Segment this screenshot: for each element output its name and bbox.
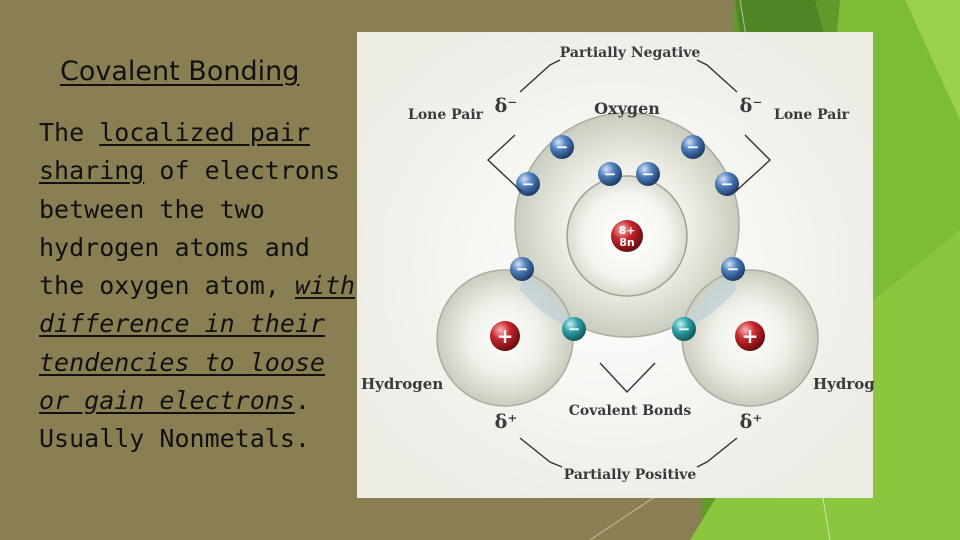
electron-sign: − bbox=[721, 175, 734, 193]
electron-sign: − bbox=[522, 175, 535, 193]
label-covalent-bonds: Covalent Bonds bbox=[569, 403, 692, 419]
electron-sign: − bbox=[516, 260, 529, 278]
electron-sign: − bbox=[678, 320, 691, 338]
bracket-covalent-bonds bbox=[599, 362, 656, 394]
bracket-partially-positive-right bbox=[696, 437, 738, 468]
electron-icon bbox=[562, 317, 586, 341]
shared-electron: − bbox=[672, 317, 696, 341]
label-delta-plus-right: δ⁺ bbox=[740, 411, 763, 433]
nucleus-protons: 8+ bbox=[619, 224, 636, 237]
electron-icon bbox=[681, 135, 705, 159]
proton-sign: + bbox=[742, 324, 759, 348]
electron-sign: − bbox=[727, 260, 740, 278]
label-delta-minus-right: δ⁻ bbox=[740, 95, 763, 117]
electron: − bbox=[510, 257, 534, 281]
bracket-partially-negative-left bbox=[519, 59, 561, 93]
electron: − bbox=[636, 162, 660, 186]
green-facet bbox=[905, 0, 960, 120]
proton-icon bbox=[490, 321, 520, 351]
hydrogen-left-nucleus: + bbox=[490, 321, 520, 351]
bond-overlap-left bbox=[520, 270, 572, 327]
slide-title: Covalent Bonding bbox=[60, 56, 300, 87]
bracket-partially-positive-left bbox=[519, 437, 563, 468]
label-lone-pair-right: Lone Pair bbox=[774, 107, 850, 123]
bracket-lone-pair-left bbox=[486, 134, 523, 193]
body-text: of electrons between the two hydrogen at… bbox=[39, 156, 341, 301]
electron: − bbox=[715, 172, 739, 196]
electron: − bbox=[550, 135, 574, 159]
callout-lines bbox=[486, 59, 772, 468]
nucleus-neutrons: 8n bbox=[619, 236, 635, 249]
electron-icon bbox=[510, 257, 534, 281]
label-oxygen: Oxygen bbox=[594, 99, 660, 118]
electron-icon bbox=[721, 257, 745, 281]
body-text: The bbox=[39, 118, 100, 147]
electron: − bbox=[516, 172, 540, 196]
electron: − bbox=[598, 162, 622, 186]
hydrogen-right-nucleus: + bbox=[735, 321, 765, 351]
electron-icon bbox=[636, 162, 660, 186]
bracket-partially-negative-right bbox=[696, 59, 738, 93]
proton-sign: + bbox=[497, 324, 514, 348]
label-delta-minus-left: δ⁻ bbox=[495, 95, 518, 117]
electron-icon bbox=[516, 172, 540, 196]
electron-sign: − bbox=[687, 138, 700, 156]
label-delta-plus-left: δ⁺ bbox=[495, 411, 518, 433]
oxygen-nucleus: 8+ 8n bbox=[611, 220, 643, 252]
electron-sign: − bbox=[556, 138, 569, 156]
body-underlined-phrase: localized pair sharing bbox=[39, 118, 310, 186]
label-partially-negative: Partially Negative bbox=[560, 45, 701, 61]
electron: − bbox=[721, 257, 745, 281]
electron-sign: − bbox=[568, 320, 581, 338]
label-hydrogen-right: Hydrogen bbox=[813, 375, 875, 393]
electron-sign: − bbox=[604, 165, 617, 183]
electron-sign: − bbox=[642, 165, 655, 183]
electron: − bbox=[681, 135, 705, 159]
electron-icon bbox=[550, 135, 574, 159]
body-italic-phrase: with difference in their tendencies to l… bbox=[39, 271, 356, 416]
water-molecule-diagram: 8+ 8n + + − − − − − − − − − − Partially … bbox=[357, 32, 875, 498]
shared-electron: − bbox=[562, 317, 586, 341]
electron-icon bbox=[715, 172, 739, 196]
bracket-lone-pair-right bbox=[734, 134, 772, 193]
proton-icon bbox=[735, 321, 765, 351]
body-text: . Usually Nonmetals. bbox=[39, 386, 310, 454]
label-partially-positive: Partially Positive bbox=[564, 467, 697, 483]
label-hydrogen-left: Hydrogen bbox=[361, 375, 443, 393]
electron-icon bbox=[598, 162, 622, 186]
label-lone-pair-left: Lone Pair bbox=[408, 107, 484, 123]
electron-icon bbox=[672, 317, 696, 341]
slide-body: The localized pair sharing of electrons … bbox=[39, 114, 359, 459]
nucleus-icon bbox=[611, 220, 643, 252]
bond-overlap-right bbox=[684, 270, 736, 327]
oxygen-electrons: − − − − − − − − bbox=[510, 135, 745, 281]
shared-electrons: − − bbox=[562, 317, 696, 341]
